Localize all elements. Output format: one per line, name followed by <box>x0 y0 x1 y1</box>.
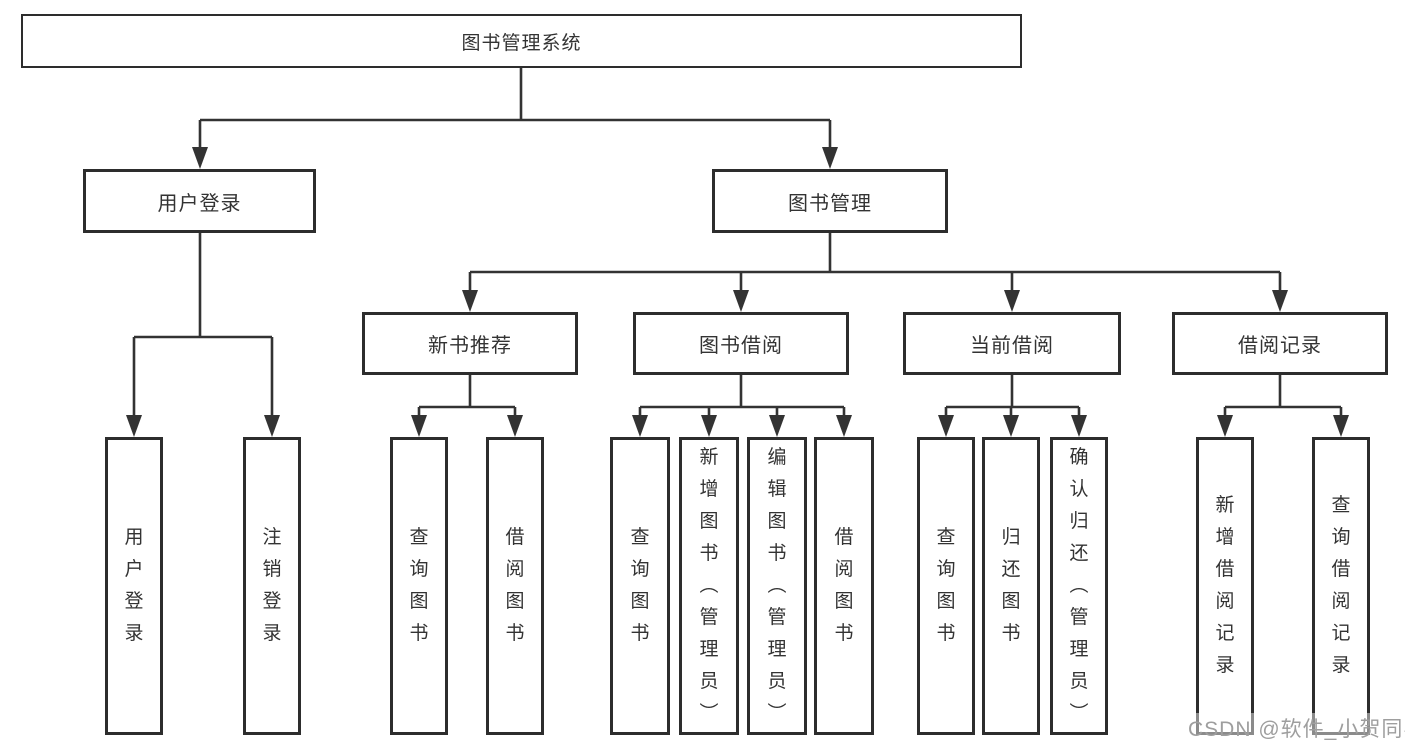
leaf-add-books-admin: 新增图书︵管理员︶ <box>679 437 739 735</box>
leaf-user-login: 用户登录 <box>105 437 163 735</box>
node-book-management: 图书管理 <box>712 169 948 233</box>
leaf-borrow-books: 借阅图书 <box>814 437 874 735</box>
leaf-query-borrow-record: 查询借阅记录 <box>1312 437 1370 735</box>
node-current-borrowing: 当前借阅 <box>903 312 1121 375</box>
leaf-logout: 注销登录 <box>243 437 301 735</box>
node-new-book-recommend: 新书推荐 <box>362 312 578 375</box>
node-borrowing-records: 借阅记录 <box>1172 312 1388 375</box>
leaf-rec-query-books: 查询图书 <box>390 437 448 735</box>
leaf-borrow-query-books: 查询图书 <box>610 437 670 735</box>
leaf-edit-books-admin: 编辑图书︵管理员︶ <box>747 437 807 735</box>
leaf-current-query-books: 查询图书 <box>917 437 975 735</box>
leaf-return-books: 归还图书 <box>982 437 1040 735</box>
leaf-add-borrow-record: 新增借阅记录 <box>1196 437 1254 735</box>
leaf-rec-borrow-books: 借阅图书 <box>486 437 544 735</box>
node-book-borrowing: 图书借阅 <box>633 312 849 375</box>
node-user-login: 用户登录 <box>83 169 316 233</box>
node-library-system: 图书管理系统 <box>21 14 1022 68</box>
leaf-confirm-return-admin: 确认归还︵管理员︶ <box>1050 437 1108 735</box>
csdn-watermark: CSDN @软件_小贺同学 <box>1185 713 1405 743</box>
